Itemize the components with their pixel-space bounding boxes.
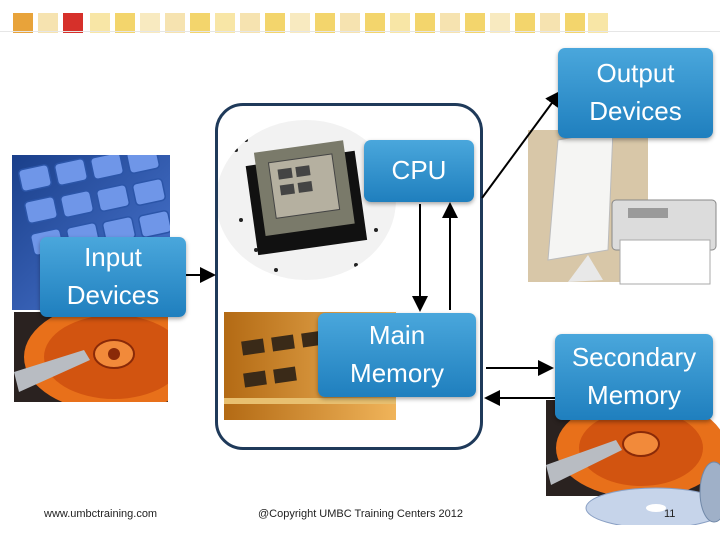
output-devices-line-1: Output: [596, 58, 675, 89]
decor-square: [290, 13, 310, 33]
decor-square: [165, 13, 185, 33]
decor-square: [215, 13, 235, 33]
main-memory-line-2: Memory: [350, 358, 444, 388]
decor-square: [515, 13, 535, 33]
main-memory-line-1: Main: [368, 320, 426, 351]
hard-disk-icon: [14, 312, 168, 402]
input-devices-line-1: Input: [84, 242, 142, 273]
decor-square: [540, 13, 560, 33]
secondary-memory-label: Secondary Memory: [555, 334, 713, 420]
decor-square: [140, 13, 160, 33]
cpu-label-text: CPU: [391, 155, 447, 186]
decor-square: [265, 13, 285, 33]
decor-square: [90, 13, 110, 33]
decor-square: [63, 13, 83, 33]
decor-square: [415, 13, 435, 33]
title-rule: [0, 31, 720, 32]
decor-square: [240, 13, 260, 33]
input-devices-label: Input Devices: [40, 237, 186, 317]
input-devices-line-2: Devices: [66, 280, 160, 310]
cpu-label: CPU: [364, 140, 474, 202]
printer-monitor-icon: [528, 130, 720, 290]
decor-square: [315, 13, 335, 33]
footer-website: www.umbctraining.com: [44, 508, 158, 520]
decor-square: [190, 13, 210, 33]
computer-frame: [215, 103, 483, 450]
decor-square: [588, 13, 608, 33]
footer-copyright: @Copyright UMBC Training Centers 2012: [258, 508, 463, 520]
decor-square: [490, 13, 510, 33]
decor-square: [565, 13, 585, 33]
decor-square: [13, 13, 33, 33]
decor-square: [465, 13, 485, 33]
decor-square: [440, 13, 460, 33]
decor-square: [115, 13, 135, 33]
decor-square: [390, 13, 410, 33]
slide-number: 11: [664, 508, 676, 520]
output-devices-label: Output Devices: [558, 48, 713, 138]
main-memory-label: Main Memory: [318, 313, 476, 397]
output-devices-image: [528, 130, 720, 290]
hard-disk-image: [14, 312, 168, 402]
secondary-memory-line-2: Memory: [587, 380, 681, 410]
output-devices-line-2: Devices: [589, 96, 682, 126]
decor-square: [340, 13, 360, 33]
secondary-memory-line-1: Secondary: [571, 342, 697, 373]
decor-square: [365, 13, 385, 33]
decor-square: [38, 13, 58, 33]
